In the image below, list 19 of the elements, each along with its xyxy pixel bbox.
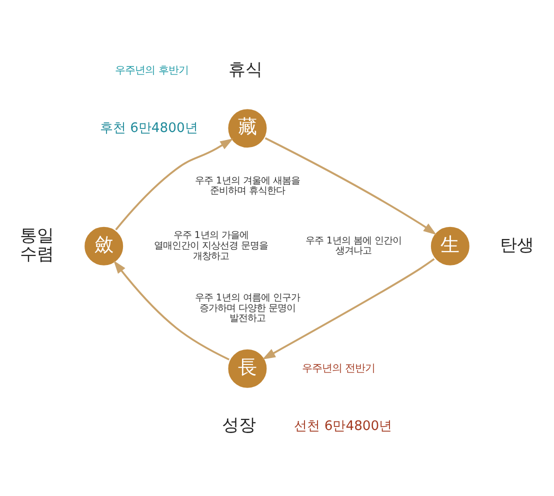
node-circle: 斂 [82, 224, 125, 267]
node-circle: 生 [429, 224, 472, 267]
arrow [262, 258, 435, 359]
label: 우주 1년의 봄에 인간이 생겨나고 [306, 234, 402, 256]
arrow [264, 136, 437, 234]
label: 선천 6만4800년 [294, 418, 392, 434]
node-label: 성장 [222, 414, 256, 434]
label: 우주년의 전반기 [302, 362, 376, 374]
arrow [114, 260, 230, 360]
node-label: 통일 수렴 [20, 224, 54, 264]
label: 후천 6만4800년 [100, 120, 198, 136]
arrow [115, 138, 234, 230]
label: 우주년의 후반기 [115, 64, 188, 76]
label: 우주 1년의 겨울에 새봄을 준비하며 휴식한다 [194, 174, 300, 196]
label: 우주 1년의 여름에 인구가 증가하며 다양한 문명이 발전하고 [194, 292, 300, 324]
node-label: 휴식 [228, 58, 263, 78]
node-circle: 藏 [226, 106, 269, 149]
node-circle: 長 [226, 347, 269, 390]
node-label: 탄생 [500, 234, 534, 254]
